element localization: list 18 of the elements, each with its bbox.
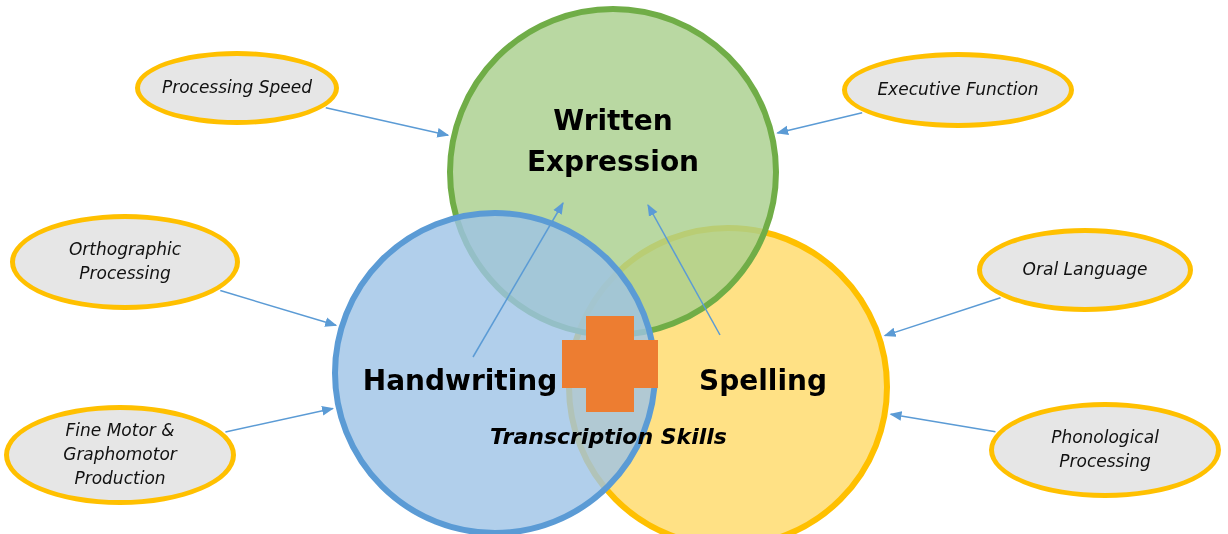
skill-label: Spelling xyxy=(698,362,828,399)
arrow xyxy=(224,406,334,433)
factor-label: Orthographic Processing xyxy=(67,238,182,285)
arrow xyxy=(883,296,1002,337)
factor-label: Oral Language xyxy=(1022,258,1148,282)
arrow xyxy=(776,112,863,136)
arrow xyxy=(472,201,564,358)
arrow xyxy=(325,107,450,138)
factor-label: Executive Function xyxy=(877,78,1039,102)
arrow xyxy=(647,203,721,336)
arrow xyxy=(889,411,997,433)
factor-label: Phonological Processing xyxy=(1050,426,1160,473)
factor-label: Fine Motor & Graphomotor Production xyxy=(62,419,179,490)
arrow xyxy=(219,289,338,327)
skill-label: Handwriting xyxy=(361,362,559,399)
skill-label: Written Expression xyxy=(525,103,701,180)
factor-label: Processing Speed xyxy=(161,76,313,100)
group-caption: Transcription Skills xyxy=(490,424,727,449)
